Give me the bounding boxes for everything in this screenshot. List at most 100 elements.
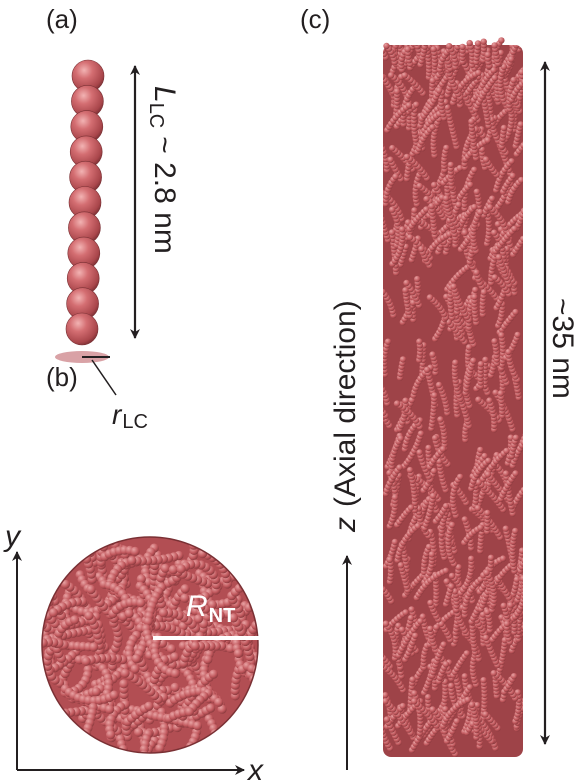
- molecule-bead: [46, 587, 55, 596]
- molecule-bead: [485, 471, 491, 477]
- chain-bead: [66, 313, 98, 345]
- molecule-bead: [373, 647, 379, 653]
- molecule-bead: [527, 23, 533, 29]
- molecule-bead: [468, 556, 474, 562]
- molecule-bead: [484, 510, 490, 516]
- molecule-bead: [489, 196, 495, 202]
- panel-c-label: (c): [300, 4, 330, 34]
- molecule-bead: [125, 609, 134, 618]
- molecule-bead: [377, 209, 383, 215]
- molecule-bead: [443, 568, 449, 574]
- molecule-bead: [477, 14, 483, 20]
- molecule-bead: [518, 121, 524, 127]
- molecule-bead: [519, 548, 525, 554]
- molecule-bead: [449, 522, 455, 528]
- molecule-bead: [511, 673, 517, 679]
- molecule-bead: [177, 564, 186, 573]
- molecule-bead: [170, 652, 179, 661]
- molecule-bead: [94, 526, 103, 535]
- molecule-bead: [448, 683, 454, 689]
- molecule-bead: [28, 641, 37, 650]
- molecule-bead: [203, 655, 212, 664]
- molecule-bead: [503, 470, 509, 476]
- molecule-bead: [501, 125, 507, 131]
- molecule-bead: [459, 33, 465, 39]
- molecule-bead: [187, 536, 196, 545]
- molecule-bead: [262, 609, 271, 618]
- molecule-bead: [106, 730, 115, 739]
- r-nt-subscript: NT: [209, 605, 236, 627]
- molecule-bead: [524, 694, 530, 700]
- molecule-bead: [414, 276, 420, 282]
- molecule-bead: [469, 702, 475, 708]
- molecule-bead: [43, 582, 52, 591]
- molecule-bead: [529, 545, 535, 551]
- molecule-bead: [176, 754, 185, 763]
- molecule-bead: [378, 652, 384, 658]
- molecule-bead: [471, 167, 477, 173]
- molecule-bead: [246, 573, 255, 582]
- molecule-bead: [432, 38, 438, 44]
- molecule-bead: [75, 743, 84, 752]
- molecule-bead: [454, 718, 460, 724]
- molecule-bead: [382, 698, 388, 704]
- molecule-bead: [477, 525, 483, 531]
- molecule-bead: [408, 504, 414, 510]
- molecule-bead: [81, 533, 90, 542]
- molecule-bead: [456, 202, 462, 208]
- molecule-bead: [504, 621, 510, 627]
- molecule-bead: [387, 557, 393, 563]
- molecule-bead: [411, 690, 417, 696]
- molecule-bead: [525, 62, 531, 68]
- molecule-bead: [211, 734, 220, 743]
- molecule-bead: [477, 209, 483, 215]
- molecule-bead: [414, 43, 420, 49]
- molecule-bead: [257, 661, 266, 670]
- molecule-bead: [515, 39, 521, 45]
- molecule-bead: [428, 203, 434, 209]
- molecule-bead: [523, 436, 529, 442]
- molecule-bead: [491, 338, 497, 344]
- molecule-bead: [392, 494, 398, 500]
- molecule-bead: [522, 621, 528, 627]
- molecule-bead: [472, 20, 478, 26]
- molecule-bead: [243, 577, 252, 586]
- molecule-bead: [512, 309, 518, 315]
- molecule-bead: [92, 687, 101, 696]
- molecule-bead: [392, 25, 398, 31]
- molecule-bead: [527, 75, 533, 81]
- molecule-bead: [435, 34, 441, 40]
- molecule-bead: [521, 557, 527, 563]
- molecule-bead: [29, 615, 38, 624]
- molecule-bead: [492, 274, 498, 280]
- molecule-bead: [379, 145, 385, 151]
- molecule-bead: [379, 48, 385, 54]
- molecule-bead: [131, 547, 140, 556]
- molecule-bead: [193, 721, 202, 730]
- molecule-bead: [253, 699, 262, 708]
- molecule-bead: [422, 44, 428, 50]
- molecule-bead: [434, 38, 440, 44]
- molecule-bead: [491, 670, 497, 676]
- molecule-bead: [440, 446, 446, 452]
- molecule-bead: [261, 603, 270, 612]
- molecule-bead: [375, 649, 381, 655]
- molecule-bead: [525, 202, 531, 208]
- molecule-bead: [500, 555, 506, 561]
- molecule-bead: [469, 27, 475, 33]
- molecule-bead: [258, 613, 267, 622]
- molecule-bead: [467, 684, 473, 690]
- molecule-bead: [468, 30, 474, 36]
- molecule-bead: [72, 747, 81, 756]
- molecule-bead: [378, 142, 384, 148]
- molecule-bead: [15, 627, 24, 636]
- molecule-bead: [38, 621, 47, 630]
- molecule-bead: [417, 27, 423, 33]
- molecule-bead: [524, 429, 530, 435]
- molecule-bead: [522, 697, 528, 703]
- molecule-bead: [425, 445, 431, 451]
- molecule-bead: [127, 764, 136, 773]
- molecule-bead: [49, 608, 58, 617]
- molecule-bead: [379, 289, 385, 295]
